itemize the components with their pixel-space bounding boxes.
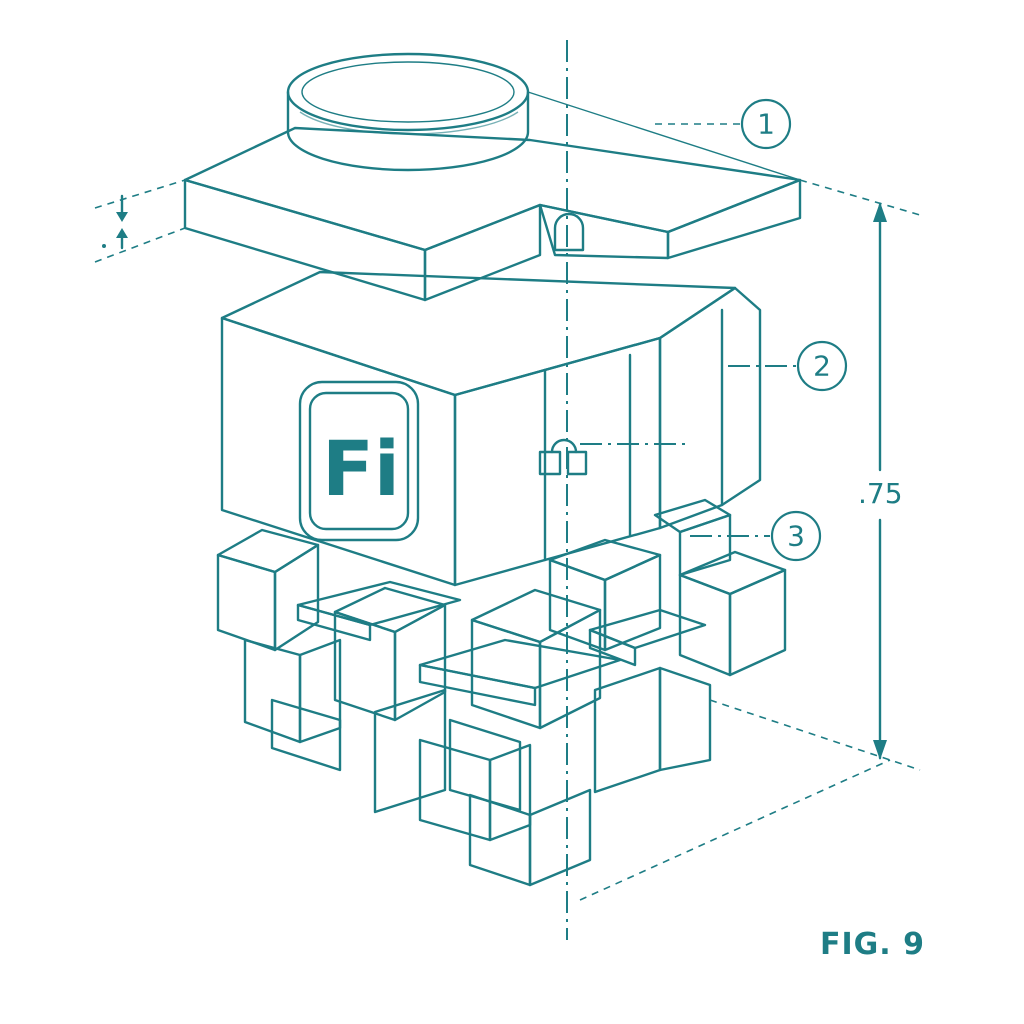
callout-2-label: 2 [813,350,831,383]
beam-center [418,638,622,707]
beam-right [588,608,707,667]
cube-center [470,588,602,730]
cube-bottom-center [448,718,592,887]
top-slab [183,126,802,302]
figure-label: FIG. 9 [820,927,925,962]
fi-logo: Fi [298,380,420,542]
lower-cube-cluster [216,498,787,887]
cube-lower-middle [373,688,532,842]
main-block: Fi [220,270,762,587]
cube-left-bottom [243,638,342,772]
coin [286,52,530,172]
dimension-label: .75 [858,477,903,510]
callout-3: 3 [690,510,822,562]
callout-2: 2 [728,340,848,392]
lock-icon [538,438,588,476]
cube-right [678,550,787,677]
cube-right-bottom [593,498,732,794]
fi-logo-text: Fi [322,424,400,513]
callout-1-label: 1 [757,108,775,141]
callout-3-label: 3 [787,520,805,553]
cube-left-top [216,528,320,652]
dimension-lines: .75 [94,179,921,901]
callout-1: 1 [527,91,801,181]
beam-left [296,580,462,642]
